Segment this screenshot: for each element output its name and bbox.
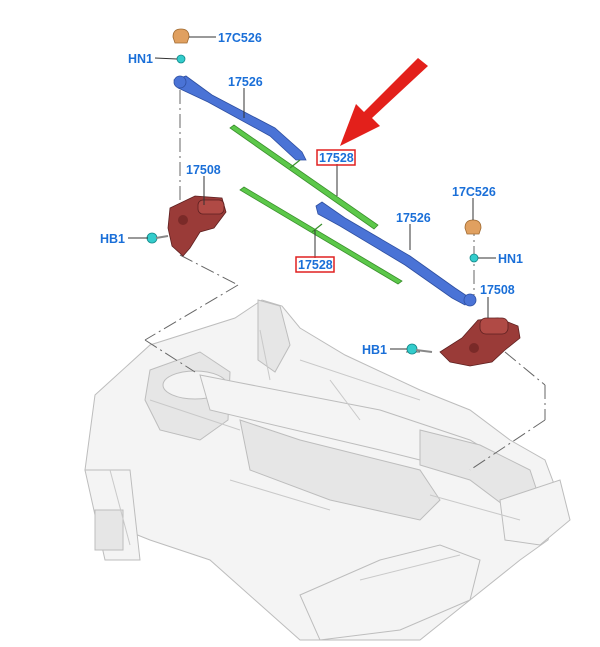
wiper-arm-left bbox=[173, 75, 307, 161]
label-hn1-right: HN1 bbox=[498, 252, 523, 266]
label-17526-left: 17526 bbox=[228, 75, 263, 89]
vehicle-body-frame bbox=[84, 299, 571, 641]
hn1-nut-right bbox=[469, 253, 479, 263]
leader-lines bbox=[128, 36, 496, 350]
label-hb1-right: HB1 bbox=[362, 343, 387, 357]
label-17526-right: 17526 bbox=[396, 211, 431, 225]
hb1-bolt-right bbox=[406, 343, 433, 355]
wiper-blade-top bbox=[229, 124, 379, 230]
label-hn1-left: HN1 bbox=[128, 52, 153, 66]
wiper-motor-left bbox=[167, 195, 227, 257]
red-pointer-arrow bbox=[340, 58, 428, 146]
wiper-motor-right bbox=[439, 317, 521, 367]
wiper-arm-right bbox=[315, 201, 477, 307]
hb1-bolt-left bbox=[146, 232, 169, 244]
label-17c526-left: 17C526 bbox=[218, 31, 262, 45]
label-17528-bottom: 17528 bbox=[298, 258, 333, 272]
installation-lines bbox=[144, 90, 546, 471]
wiper-blade-bottom bbox=[239, 186, 403, 285]
hn1-nut-left bbox=[176, 54, 186, 64]
label-17528-top: 17528 bbox=[319, 151, 354, 165]
highlight-box-top bbox=[316, 149, 356, 166]
label-17508-left: 17508 bbox=[186, 163, 221, 177]
cap-nut-right bbox=[464, 219, 482, 235]
highlight-box-bottom bbox=[295, 256, 335, 273]
label-17508-right: 17508 bbox=[480, 283, 515, 297]
label-17c526-right: 17C526 bbox=[452, 185, 496, 199]
label-hb1-left: HB1 bbox=[100, 232, 125, 246]
cap-nut-left bbox=[172, 28, 190, 44]
